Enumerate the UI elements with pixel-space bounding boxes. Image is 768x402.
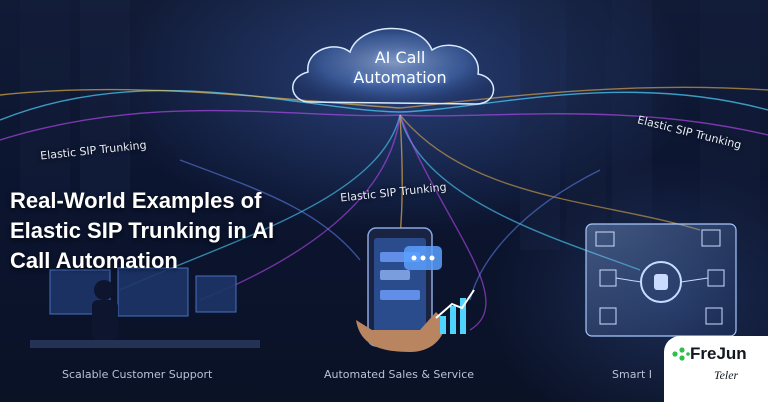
cloud-title-line1: AI Call [374, 48, 426, 67]
caption-scalable-support: Scalable Customer Support [62, 368, 213, 381]
data-streams [0, 86, 768, 331]
logo-subtitle: Teler [714, 368, 739, 382]
headline-line1: Real-World Examples of [10, 188, 262, 213]
headline: Real-World Examples of Elastic SIP Trunk… [10, 186, 330, 276]
server-racks [20, 0, 760, 250]
growth-chart-icon [435, 289, 475, 334]
logo-dots-icon [672, 347, 690, 361]
cloud-shape [292, 27, 495, 105]
cloud-title: AI Call Automation [320, 48, 480, 88]
brand-logo: FreJun Teler [664, 336, 768, 402]
headline-line2: Elastic SIP Trunking in AI [10, 218, 275, 243]
headline-line3: Call Automation [10, 248, 178, 273]
caption-smart: Smart I [612, 368, 653, 381]
cloud-title-line2: Automation [353, 68, 447, 87]
caption-automated-sales: Automated Sales & Service [324, 368, 475, 381]
workstation [30, 267, 260, 348]
logo-name: FreJun [690, 344, 747, 363]
smart-hub-panel [585, 223, 737, 337]
chat-bubble-icon [404, 246, 442, 270]
